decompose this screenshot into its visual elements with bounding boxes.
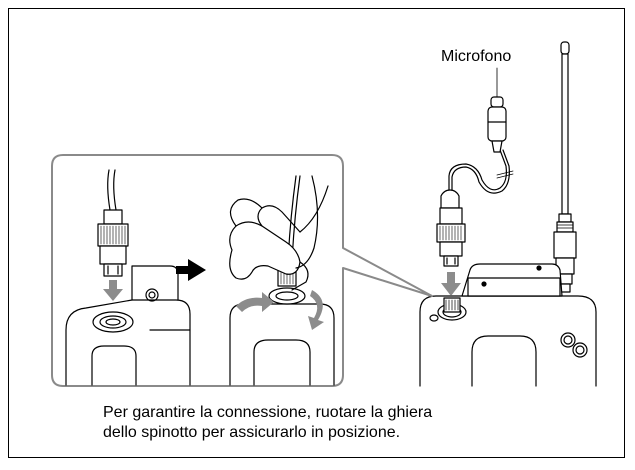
plug-insert-detail bbox=[65, 169, 191, 386]
insert-arrow-icon bbox=[441, 272, 461, 296]
microphone-plug bbox=[436, 189, 466, 267]
rotate-ring-detail bbox=[229, 175, 335, 386]
lavalier-microphone bbox=[487, 67, 507, 153]
antenna bbox=[553, 41, 577, 293]
figure-frame bbox=[8, 8, 625, 458]
right-arrow-icon bbox=[176, 259, 206, 281]
microphone-cable bbox=[448, 149, 514, 194]
detail-callout bbox=[51, 154, 433, 387]
transmitter-illustration bbox=[419, 41, 597, 387]
caption-line-1: Per garantire la connessione, ruotare la… bbox=[103, 404, 433, 421]
insert-arrow-icon bbox=[103, 280, 123, 301]
transmitter-body bbox=[419, 263, 597, 387]
rotate-arrows-icon bbox=[236, 290, 324, 330]
figure-caption: Per garantire la connessione, ruotare la… bbox=[103, 403, 432, 443]
caption-line-2: dello spinotto per assicurarlo in posizi… bbox=[103, 424, 401, 441]
microphone-label: Microfono bbox=[441, 48, 512, 65]
